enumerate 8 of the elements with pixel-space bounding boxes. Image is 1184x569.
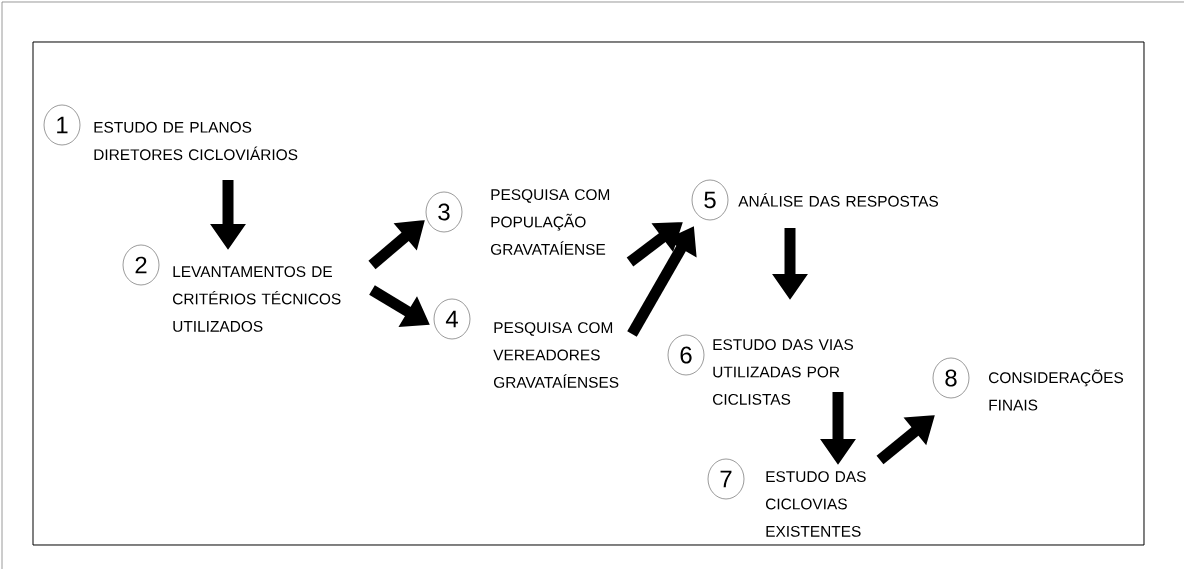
step-label: 7 ESTUDO DAS CICLOVIAS EXISTENTES: [707, 458, 866, 537]
step-label: 3 PESQUISA COM POPULAÇÃO GRAVATAÍENSE: [425, 189, 610, 255]
step-label: 2 LEVANTAMENTOS DE CRITÉRIOS TÉCNICOS UTILIZADOS: [122, 244, 341, 332]
step-label: 8 CONSIDERAÇÕES FINAIS: [932, 357, 1124, 411]
step-label: 5 ANÁLISE DAS RESPOSTAS: [691, 179, 939, 221]
step-label: 1 ESTUDO DE PLANOS DIRETORES CICLOVIÁRIOS: [43, 104, 298, 161]
step-label: 4 PESQUISA COM VEREADORES GRAVATAÍENSES: [433, 298, 619, 388]
step-label: 6 ESTUDO DAS VIAS UTILIZADAS POR CICLISTAS: [667, 334, 854, 405]
